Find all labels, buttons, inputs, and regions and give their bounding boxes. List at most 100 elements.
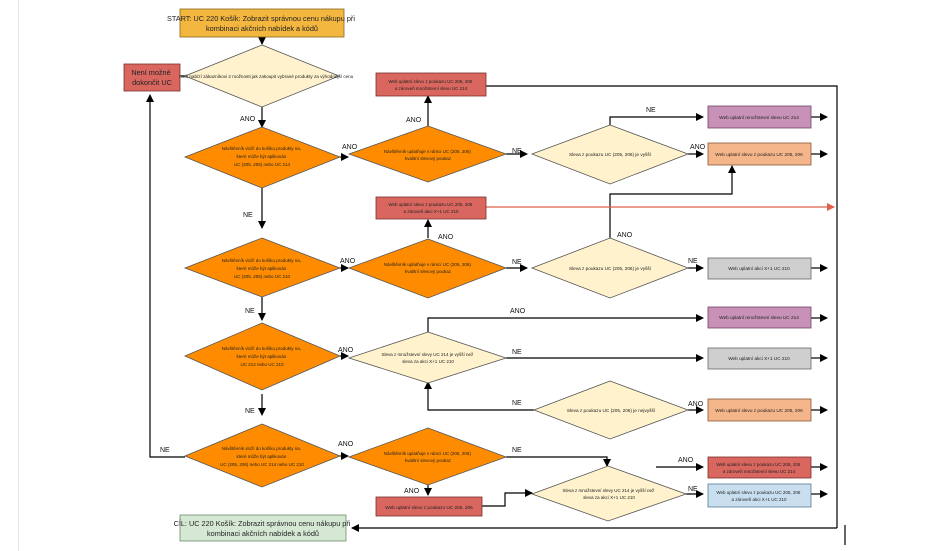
cart1-line-1: Návštěvník vloží do košíku produkty na, xyxy=(222,146,301,151)
cart2-line-1: Návštěvník vloží do košíku produkty na, xyxy=(222,258,301,263)
cart3-line-3: UC 214 nebo UC 210 xyxy=(240,362,284,367)
svg-text:Návštěvník uplatňuje v rámci U: Návštěvník uplatňuje v rámci UC (205, 20… xyxy=(384,149,472,161)
cmp4-line-1: Sleva z množstevní slevy UC 214 je vyšší… xyxy=(562,488,655,493)
label-ano-1: ANO xyxy=(240,116,256,123)
cart1-line-2: které může být aplikován xyxy=(236,153,286,159)
box-blue xyxy=(707,483,812,508)
svg-text:START: UC 220 Košík: Zobrazit: START: UC 220 Košík: Zobrazit správnou c… xyxy=(167,14,357,33)
box-peach1 xyxy=(707,142,812,166)
label-ano-13: ANO xyxy=(678,457,694,464)
box-peach2 xyxy=(707,398,812,422)
svg-text:Sleva z množstevní slevy UC 21: Sleva z množstevní slevy UC 214 je vyšší… xyxy=(381,352,474,364)
gray1-text: Web uplatní akci X+1 UC 210 xyxy=(728,266,790,271)
red-mid-line-1: Web uplatní slevu z poukazu UC 205, 206 xyxy=(388,202,472,207)
apply4-line-1: Návštěvník uplatňuje v rámci UC (205, 20… xyxy=(384,451,472,456)
red-r4-line-1: Web uplatní slevu z poukazu UC 205, 206 xyxy=(716,462,800,467)
diamond-cmp3 xyxy=(347,331,508,384)
svg-text:Návštěvník vloží do košíku pro: Návštěvník vloží do košíku produkty na, … xyxy=(222,346,303,367)
label-ano-11: ANO xyxy=(338,441,354,448)
svg-text:Web uplatní slevu z poukazu UC: Web uplatní slevu z poukazu UC 205, 206 … xyxy=(716,490,801,502)
box-red-bottom xyxy=(375,496,483,517)
svg-text:Web uplatní slevu z poukazu UC: Web uplatní slevu z poukazu UC 205, 206 xyxy=(715,152,803,157)
label-ne-11: NE xyxy=(512,447,522,454)
pink1-text: Web uplatní množstevní slevu UC 214 xyxy=(719,115,799,120)
label-ne-10: NE xyxy=(512,400,522,407)
label-ano-12: ANO xyxy=(404,488,420,495)
diamond-cart4 xyxy=(183,423,342,488)
end-box xyxy=(179,514,347,542)
svg-text:Návštěvník uplatňuje v rámci U: Návštěvník uplatňuje v rámci UC (205, 20… xyxy=(384,262,472,274)
diamond-cart2 xyxy=(183,237,342,298)
diamond-web-options xyxy=(183,44,341,108)
cmp3b-text: Sleva z poukazu UC (205, 206) je nejvyšš… xyxy=(567,408,656,413)
svg-text:Sleva z poukazu UC (205, 206): Sleva z poukazu UC (205, 206) je vyšší xyxy=(569,266,652,271)
box-red-r4 xyxy=(707,456,812,479)
apply1-line-2: kvalitní slevový poukaz xyxy=(405,156,452,161)
svg-text:Web uplatní slevu z poukazu UC: Web uplatní slevu z poukazu UC 205, 206 xyxy=(385,505,473,510)
svg-text:Není možné dokončit UC: Není možné dokončit UC xyxy=(131,68,172,87)
diamond-cart3 xyxy=(183,322,342,391)
svg-text:Web uplatní akci X+1 UC 210: Web uplatní akci X+1 UC 210 xyxy=(728,266,790,271)
cart3-line-1: Návštěvník vloží do košíku produkty na, xyxy=(222,346,301,351)
svg-text:Web uplatní slevu z poukazu UC: Web uplatní slevu z poukazu UC 205, 206 … xyxy=(388,202,473,214)
red-r4-line-2: a zároveň množstevní slevu UC 214 xyxy=(723,469,796,474)
label-ne-12: NE xyxy=(688,486,698,493)
label-ano-5: ANO xyxy=(340,258,356,265)
label-ne-3: NE xyxy=(245,408,255,415)
cmp3-line-2: sleva za akci X+1 UC 210 xyxy=(402,359,454,364)
label-ne-4: NE xyxy=(160,447,170,454)
svg-text:Web uplatní slevu z poukazu UC: Web uplatní slevu z poukazu UC 205, 206 … xyxy=(388,79,473,91)
edge-cmp3b-cmp3 xyxy=(424,381,534,411)
not-possible-box xyxy=(123,63,181,92)
svg-text:Web uplatní množstevní slevu U: Web uplatní množstevní slevu UC 214 xyxy=(719,315,799,320)
red-mid-line-2: a zároveň akci X+1 UC 210 xyxy=(404,209,459,214)
apply4-line-2: kvalitní slevový poukaz xyxy=(405,458,452,463)
peach1-text: Web uplatní slevu z poukazu UC 205, 206 xyxy=(715,152,803,157)
label-ne-8: NE xyxy=(688,258,698,265)
cart1-line-3: UC (205, 206) nebo UC 214 xyxy=(234,162,291,167)
diamond-apply2 xyxy=(347,238,508,299)
svg-text:Web uplatní slevu z poukazu UC: Web uplatní slevu z poukazu UC 205, 206 … xyxy=(716,462,801,474)
svg-text:Návštěvník uplatňuje v rámci U: Návštěvník uplatňuje v rámci UC (205, 20… xyxy=(384,451,472,463)
svg-text:Sleva z poukazu UC (205, 206): Sleva z poukazu UC (205, 206) je vyšší xyxy=(569,152,652,157)
page-edge xyxy=(18,0,19,551)
cmp2-text: Sleva z poukazu UC (205, 206) je vyšší xyxy=(569,266,652,271)
cart4-line-3: UC (205, 206) nebo UC 214 nebo UC 210 xyxy=(220,462,304,467)
gray2-text: Web uplatní akci X+1 UC 210 xyxy=(728,356,790,361)
label-ne-1: NE xyxy=(243,212,253,219)
svg-text:Sleva z množstevní slevy UC 21: Sleva z množstevní slevy UC 214 je vyšší… xyxy=(562,488,655,500)
start-box xyxy=(179,8,345,38)
blue-line-1: Web uplatní slevu z poukazu UC 205, 206 xyxy=(716,490,800,495)
label-ano-9: ANO xyxy=(510,308,526,315)
label-ano-8: ANO xyxy=(338,347,354,354)
svg-text:Web nabízí zákazníkovi 2 možno: Web nabízí zákazníkovi 2 možnosti jak za… xyxy=(179,74,354,79)
svg-text:Návštěvník vloží do košíku pro: Návštěvník vloží do košíku produkty na, … xyxy=(222,146,303,167)
label-ano-3: ANO xyxy=(406,117,422,124)
diamond-cmp3b xyxy=(532,380,690,440)
diamond-cmp2 xyxy=(530,237,690,299)
web-options-text: Web nabízí zákazníkovi 2 možnosti jak za… xyxy=(179,74,354,79)
cmp3-line-1: Sleva z množstevní slevy UC 214 je vyšší… xyxy=(381,352,474,357)
edge-cmp2-peach1 xyxy=(609,165,736,238)
label-ano-2: ANO xyxy=(342,144,358,151)
box-pink2 xyxy=(707,306,812,329)
red-bottom-text: Web uplatní slevu z poukazu UC 205, 206 xyxy=(385,505,473,510)
diamond-cart1 xyxy=(183,126,342,189)
edge-top-collector xyxy=(486,85,838,528)
edge-redbottom-cmp4 xyxy=(482,489,533,507)
box-top-red xyxy=(375,72,487,97)
label-ano-4: ANO xyxy=(690,144,706,151)
diamond-apply4 xyxy=(347,427,508,486)
cmp1-text: Sleva z poukazu UC (205, 206) je vyšší xyxy=(569,152,652,157)
label-ano-10: ANO xyxy=(688,401,704,408)
svg-text:Sleva z poukazu UC (205, 206): Sleva z poukazu UC (205, 206) je nejvyšš… xyxy=(567,408,656,413)
apply2-line-2: kvalitní slevový poukaz xyxy=(405,269,452,274)
not-possible-line-2: dokončit UC xyxy=(132,78,172,87)
end-line-1: CÍL: UC 220 Košík: Zobrazit správnou cen… xyxy=(174,519,351,528)
box-gray2 xyxy=(707,347,812,370)
apply2-line-1: Návštěvník uplatňuje v rámci UC (205, 20… xyxy=(384,262,472,267)
start-line-1: START: UC 220 Košík: Zobrazit správnou c… xyxy=(167,14,355,23)
not-possible-line-1: Není možné xyxy=(131,68,170,77)
box-red-mid xyxy=(375,196,487,220)
